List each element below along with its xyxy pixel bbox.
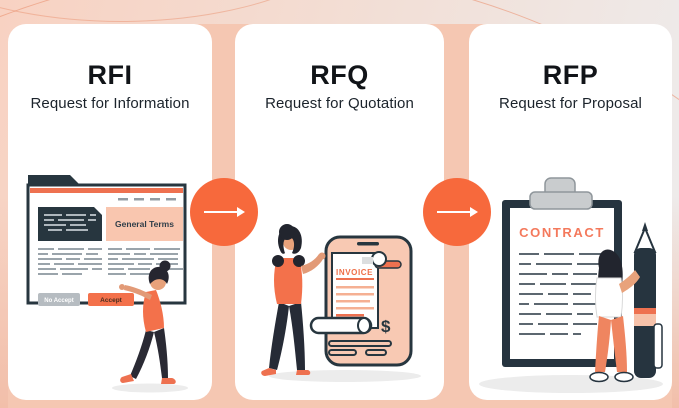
rfq-abbreviation: RFQ bbox=[310, 60, 369, 90]
contract-text-lines bbox=[519, 253, 605, 335]
invoice-lines bbox=[336, 286, 374, 317]
dollar-sign: $ bbox=[381, 317, 391, 336]
figure-shadow bbox=[269, 370, 421, 382]
figure-shadow bbox=[112, 383, 188, 393]
rfp-abbreviation: RFP bbox=[542, 60, 599, 90]
dark-text-panel bbox=[38, 207, 102, 241]
arrow-right-icon bbox=[204, 207, 245, 217]
clipboard-graphic: CONTRACT bbox=[502, 177, 622, 367]
rfi-terms-illustration: General Terms bbox=[26, 175, 188, 393]
contract-label: CONTRACT bbox=[519, 225, 605, 240]
woman-pointing-figure bbox=[119, 260, 176, 384]
arrow-right-icon bbox=[437, 207, 478, 217]
giant-pen-graphic bbox=[633, 222, 663, 378]
woman-viewing-figure bbox=[261, 224, 326, 376]
accept-label: Accept bbox=[100, 297, 123, 304]
terms-window: General Terms bbox=[26, 175, 187, 306]
no-accept-button-graphic: No Accept bbox=[38, 293, 80, 306]
card-rfq: RFQ Request for Quotation INVOICE bbox=[235, 24, 444, 400]
card-rfp: RFP Request for Proposal CONTRACT bbox=[469, 24, 672, 400]
phone-detail-bars bbox=[328, 340, 392, 356]
invoice-label: INVOICE bbox=[336, 268, 373, 277]
connector-circle-2 bbox=[423, 178, 491, 246]
rfp-contract-illustration: CONTRACT bbox=[479, 177, 663, 393]
connector-circle-1 bbox=[190, 178, 258, 246]
figure-shadow bbox=[479, 375, 663, 393]
accept-button-graphic: Accept bbox=[88, 293, 134, 306]
rfq-invoice-illustration: INVOICE $ bbox=[261, 224, 421, 382]
document-text-lines bbox=[38, 248, 183, 275]
no-accept-label: No Accept bbox=[44, 298, 73, 304]
rfi-title: Request for Information bbox=[30, 95, 190, 112]
general-terms-panel: General Terms bbox=[106, 207, 183, 241]
rfq-title: Request for Quotation bbox=[265, 95, 414, 112]
rfi-abbreviation: RFI bbox=[87, 60, 133, 90]
woman-signing-figure bbox=[589, 249, 640, 383]
decorative-arc-top-left bbox=[0, 0, 382, 22]
invoice-sheet: INVOICE bbox=[309, 251, 402, 335]
general-terms-label: General Terms bbox=[115, 219, 174, 229]
rfp-title: Request for Proposal bbox=[499, 95, 642, 112]
card-rfi: RFI Request for Information bbox=[8, 24, 212, 400]
window-top-dashes bbox=[118, 198, 176, 201]
